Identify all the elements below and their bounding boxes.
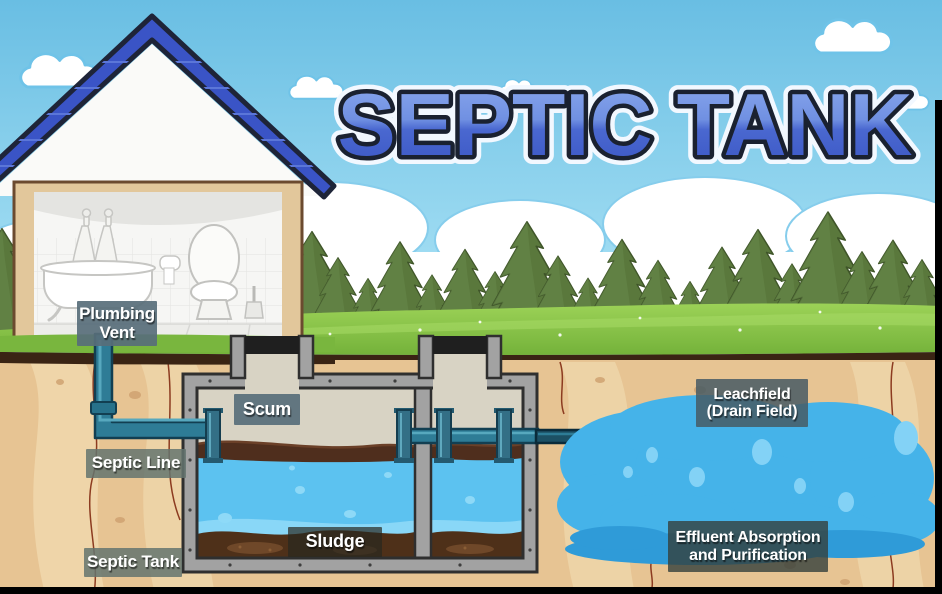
shampoo-bottles-icon [72, 208, 118, 263]
transfer-pipe [396, 427, 540, 445]
label-leachfield-line1: Leachfield [713, 385, 791, 403]
label-scum: Scum [234, 394, 300, 425]
label-leachfield: Leachfield (Drain Field) [696, 379, 808, 427]
title-outline: SEPTIC TANK [338, 75, 913, 174]
toilet-paper-icon [159, 255, 181, 285]
pipe-coupling [90, 401, 117, 415]
tank-riser [229, 334, 315, 390]
label-effluent-line2: and Purification [689, 546, 807, 564]
right-black-bar [935, 100, 942, 594]
page-title: SEPTIC TANK SEPTIC TANK SEPTIC TANK [329, 66, 922, 183]
label-plumbing-vent: Plumbing Vent [77, 301, 157, 346]
divider-wall [413, 386, 433, 560]
label-septic-tank: Septic Tank [84, 548, 182, 577]
rivets [188, 379, 532, 567]
roof [0, 13, 337, 200]
label-septic-line: Septic Line [86, 449, 186, 478]
tank-riser [417, 334, 503, 390]
baffle [434, 408, 454, 463]
title-text: SEPTIC TANK [338, 75, 913, 174]
label-effluent-line1: Effluent Absorption [675, 529, 821, 547]
inlet-baffle [203, 408, 223, 463]
toilet-icon [188, 224, 240, 320]
baffle [394, 408, 414, 463]
label-plumbing-vent-line2: Vent [99, 322, 135, 342]
title-outer-glow: SEPTIC TANK [338, 75, 913, 174]
gable [0, 44, 318, 196]
bottom-black-bar [0, 587, 942, 594]
baffles [203, 408, 514, 463]
outlet-baffle [494, 408, 514, 463]
leachfield-graphic [557, 395, 940, 565]
label-plumbing-vent-line1: Plumbing [79, 304, 155, 324]
label-leachfield-line2: (Drain Field) [706, 403, 798, 420]
toilet-brush-icon [244, 286, 264, 319]
label-sludge: Sludge [288, 527, 382, 557]
label-effluent: Effluent Absorption and Purification [668, 521, 828, 572]
